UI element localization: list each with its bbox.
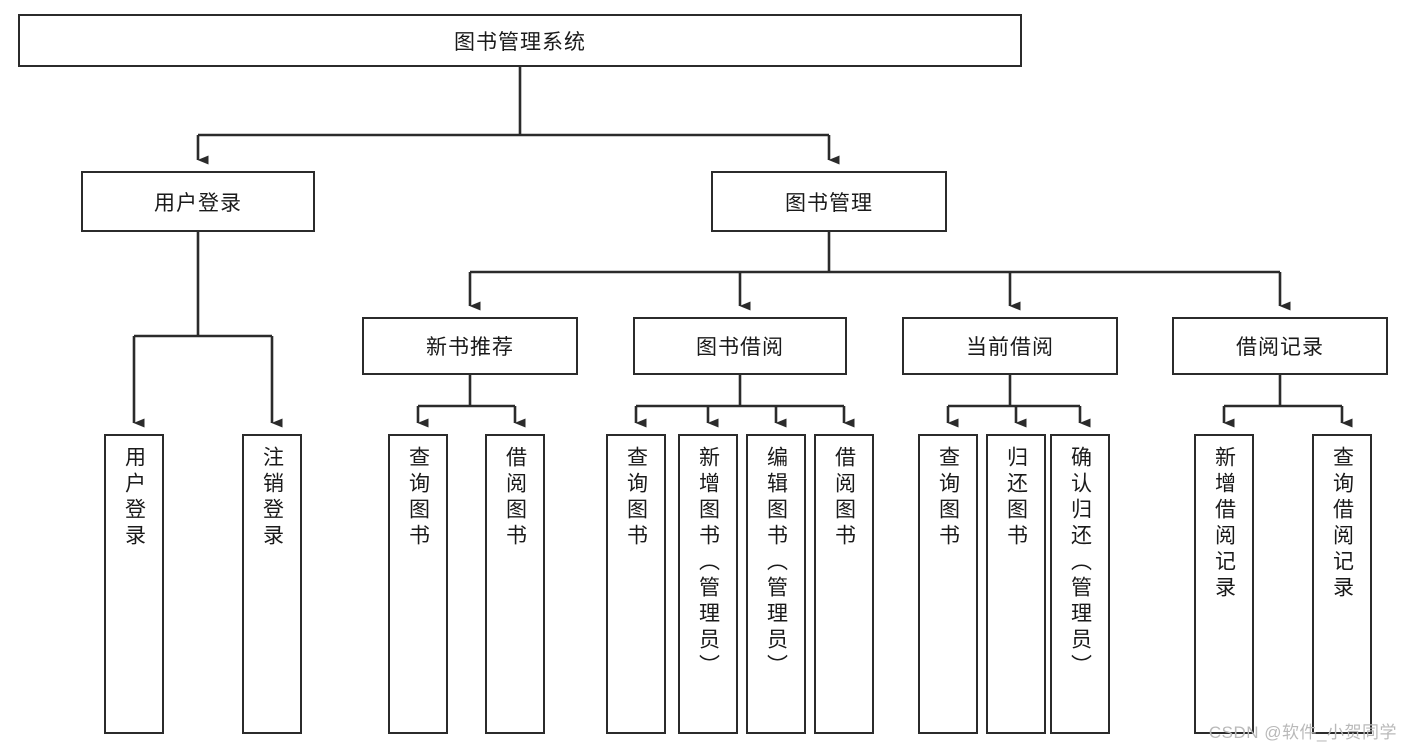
node-label: 当前借阅 <box>966 336 1054 359</box>
node-new_book_rec[interactable]: 新书推荐 <box>362 317 578 375</box>
node-leaf_user_logout[interactable]: 注销登录 <box>242 434 302 734</box>
node-leaf_bb_add[interactable]: 新增图书（管理员） <box>678 434 738 734</box>
node-leaf_bb_query[interactable]: 查询图书 <box>606 434 666 734</box>
node-leaf_br_query[interactable]: 查询借阅记录 <box>1312 434 1372 734</box>
node-label: 用户登录 <box>154 191 242 215</box>
watermark-label: CSDN @软件_小贺同学 <box>1208 723 1397 742</box>
node-label: 确认归还（管理员） <box>1068 446 1092 680</box>
node-label: 归还图书 <box>1004 446 1028 550</box>
node-book_manage[interactable]: 图书管理 <box>711 171 947 232</box>
node-label: 查询图书 <box>406 446 430 550</box>
node-leaf_user_login[interactable]: 用户登录 <box>104 434 164 734</box>
node-leaf_rec_query[interactable]: 查询图书 <box>388 434 448 734</box>
node-label: 图书管理 <box>785 191 873 215</box>
node-label: 图书管理系统 <box>454 30 586 54</box>
node-borrow_record[interactable]: 借阅记录 <box>1172 317 1388 375</box>
node-label: 注销登录 <box>260 446 284 550</box>
node-leaf_cb_query[interactable]: 查询图书 <box>918 434 978 734</box>
node-leaf_cb_return[interactable]: 归还图书 <box>986 434 1046 734</box>
node-leaf_cb_confirm[interactable]: 确认归还（管理员） <box>1050 434 1110 734</box>
node-label: 图书借阅 <box>696 336 784 359</box>
node-label: 新书推荐 <box>426 336 514 359</box>
node-leaf_bb_borrow[interactable]: 借阅图书 <box>814 434 874 734</box>
node-label: 查询借阅记录 <box>1330 446 1354 602</box>
node-user_login[interactable]: 用户登录 <box>81 171 315 232</box>
node-label: 新增图书（管理员） <box>696 446 720 680</box>
node-root[interactable]: 图书管理系统 <box>18 14 1022 67</box>
node-label: 用户登录 <box>122 446 146 550</box>
node-leaf_rec_borrow[interactable]: 借阅图书 <box>485 434 545 734</box>
node-label: 借阅图书 <box>832 446 856 550</box>
node-label: 新增借阅记录 <box>1212 446 1236 602</box>
node-leaf_bb_edit[interactable]: 编辑图书（管理员） <box>746 434 806 734</box>
node-label: 查询图书 <box>624 446 648 550</box>
node-label: 借阅图书 <box>503 446 527 550</box>
node-leaf_br_add[interactable]: 新增借阅记录 <box>1194 434 1254 734</box>
node-label: 编辑图书（管理员） <box>764 446 788 680</box>
node-current_borrow[interactable]: 当前借阅 <box>902 317 1118 375</box>
node-book_borrow[interactable]: 图书借阅 <box>633 317 847 375</box>
node-label: 借阅记录 <box>1236 336 1324 359</box>
node-label: 查询图书 <box>936 446 960 550</box>
